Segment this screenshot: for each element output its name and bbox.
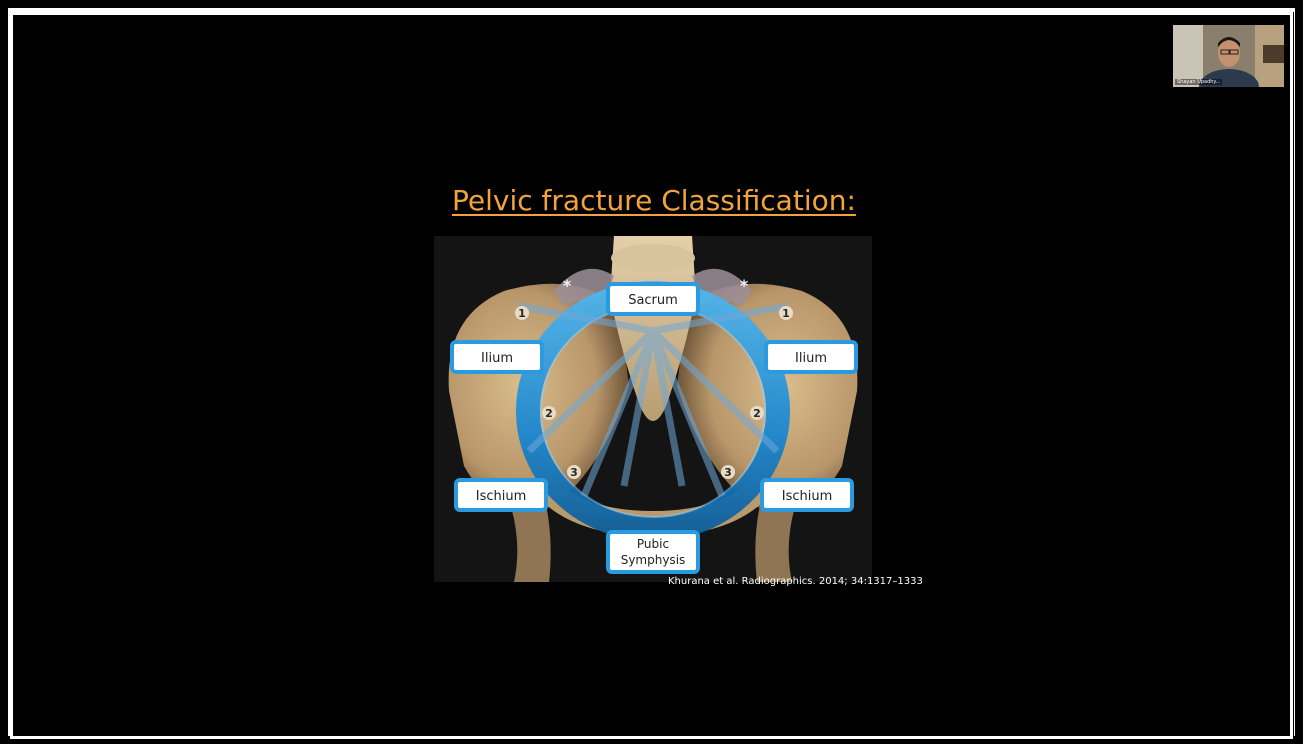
ischium-right-label: Ischium bbox=[782, 489, 833, 504]
participant-video-tile[interactable]: Shayan Upadhy... bbox=[1173, 25, 1284, 87]
marker-right-2: 2 bbox=[753, 407, 761, 420]
participant-video bbox=[1173, 25, 1284, 87]
participant-name: Shayan Upadhy... bbox=[1175, 79, 1222, 85]
marker-left-1: 1 bbox=[518, 307, 526, 320]
marker-left-star: * bbox=[563, 276, 572, 295]
sacrum-label: Sacrum bbox=[628, 293, 678, 308]
pubic-symphysis-label-line1: Pubic bbox=[637, 537, 669, 551]
ilium-left-label: Ilium bbox=[481, 351, 513, 366]
slide-title: Pelvic fracture Classification: bbox=[452, 184, 872, 217]
ilium-right-label: Ilium bbox=[795, 351, 827, 366]
pelvis-illustration: 1 1 2 2 3 3 * * Sacrum Ilium Ilium Ischi… bbox=[434, 236, 872, 582]
pelvis-figure: 1 1 2 2 3 3 * * Sacrum Ilium Ilium Ischi… bbox=[434, 236, 872, 582]
marker-right-3: 3 bbox=[724, 466, 732, 479]
citation-text: Khurana et al. Radiographics. 2014; 34:1… bbox=[668, 576, 923, 587]
marker-right-star: * bbox=[740, 276, 749, 295]
marker-left-2: 2 bbox=[545, 407, 553, 420]
marker-left-3: 3 bbox=[570, 466, 578, 479]
pubic-symphysis-label-line2: Symphysis bbox=[621, 553, 686, 567]
ischium-left-label: Ischium bbox=[476, 489, 527, 504]
marker-right-1: 1 bbox=[782, 307, 790, 320]
vertebra bbox=[611, 244, 695, 272]
